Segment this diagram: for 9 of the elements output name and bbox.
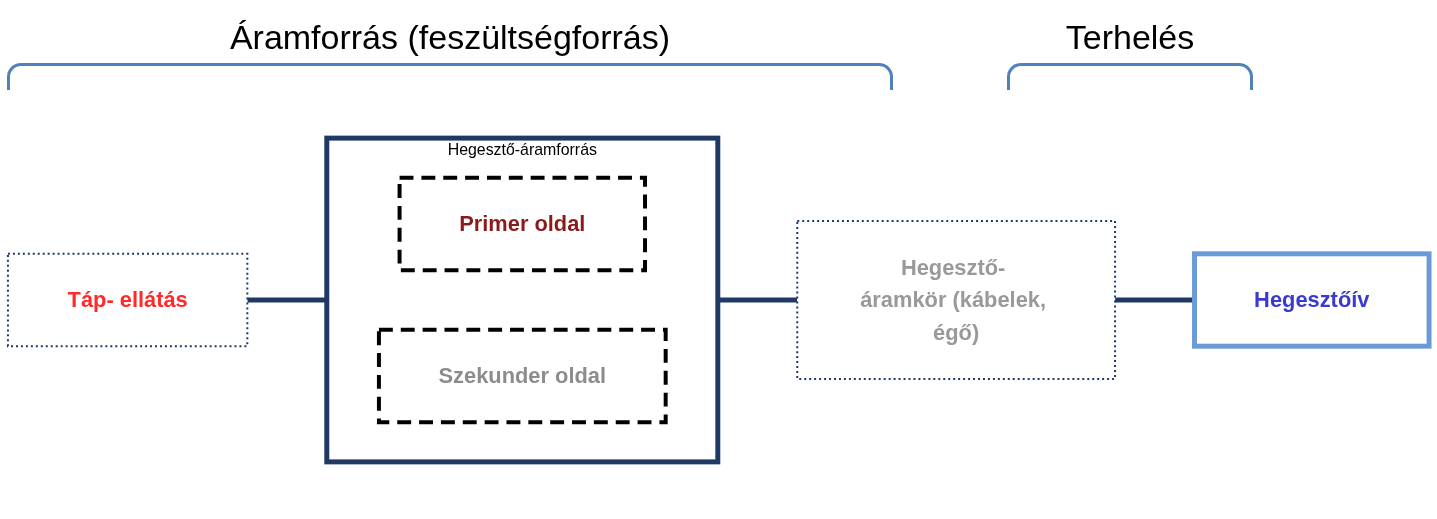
node-box: Hegesztő- áramkör (kábelek, égő) bbox=[796, 220, 1117, 380]
bracket-label: Terhelés bbox=[1010, 18, 1250, 90]
node-box: Primer oldal bbox=[397, 175, 647, 273]
connector bbox=[1115, 297, 1195, 303]
node-box: Hegesztőív bbox=[1192, 251, 1432, 349]
connector bbox=[247, 297, 327, 303]
bracket-label: Áramforrás (feszültségforrás) bbox=[10, 18, 890, 90]
node-box: Szekunder oldal bbox=[376, 327, 668, 425]
node-box: Táp- ellátás bbox=[6, 252, 249, 348]
